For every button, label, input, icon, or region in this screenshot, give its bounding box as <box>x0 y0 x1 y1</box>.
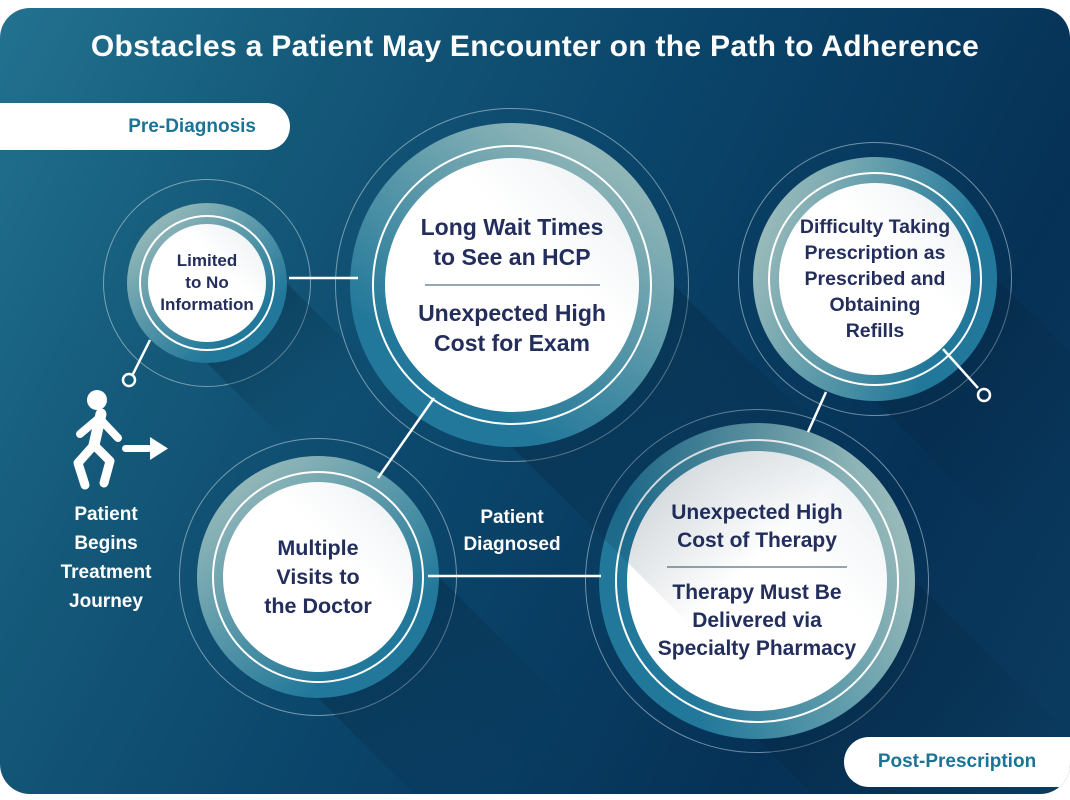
obstacle-text-line: Refills <box>845 320 905 342</box>
patient-diagnosed-label: Patient Diagnosed <box>463 507 561 555</box>
hairline-circle <box>103 179 311 387</box>
obstacle-text-line: Obtaining <box>829 294 921 316</box>
person-head <box>87 390 107 410</box>
ring-inner-line <box>372 145 652 425</box>
circle-ring: Multiple Visits to the Doctor <box>197 456 439 698</box>
person-arm <box>76 414 103 438</box>
obstacle-text-line: Multiple <box>277 535 359 560</box>
obstacle-text-line: Difficulty Taking <box>799 216 951 238</box>
obstacle-text-line: Specialty Pharmacy <box>657 637 857 660</box>
obstacle-text-line: Information <box>160 295 254 314</box>
obstacle-text-line: Cost for Exam <box>434 330 590 356</box>
circle-ring: Limited to No Information <box>127 203 287 363</box>
obstacle-text-line: Unexpected High <box>418 300 606 326</box>
ring-inner-line <box>212 471 424 683</box>
circle-face: Long Wait Times to See an HCP Unexpected… <box>385 158 639 412</box>
connector-pin-icon <box>121 372 137 388</box>
obstacle-text-line: the Doctor <box>264 593 372 618</box>
page-title: Obstacles a Patient May Encounter on the… <box>90 30 980 63</box>
obstacle-text-line: to No <box>185 273 229 292</box>
right-arrow-icon <box>122 437 168 460</box>
person-leg <box>73 440 99 490</box>
circle-face: Difficulty Taking Prescription as Prescr… <box>779 183 971 375</box>
journey-start-label: Patient Begins Treatment Journey <box>60 504 152 612</box>
post-prescription-label: Post-Prescription <box>877 751 1037 772</box>
obstacle-text-line: Limited <box>176 251 238 270</box>
person-arm <box>96 415 122 442</box>
ring-inner-line <box>768 172 982 386</box>
hairline-circle <box>738 142 1012 416</box>
obstacle-text-line: Visits to <box>276 564 360 589</box>
person-leg <box>89 440 115 488</box>
hairline-circle <box>335 108 689 462</box>
circle-ring: Difficulty Taking Prescription as Prescr… <box>753 157 997 401</box>
stage-pill-post-prescription: Post-Prescription <box>844 737 1070 787</box>
infographic-panel: Obstacles a Patient May Encounter on the… <box>0 8 1070 794</box>
obstacle-text-line: to See an HCP <box>433 244 591 270</box>
ring-inner-line <box>139 215 275 351</box>
circle-face: Limited to No Information <box>148 224 266 342</box>
stage-pill-pre-diagnosis: Pre-Diagnosis <box>0 103 290 150</box>
circle-ring: Long Wait Times to See an HCP Unexpected… <box>350 123 674 447</box>
pre-diagnosis-label: Pre-Diagnosis <box>128 115 256 137</box>
obstacle-text-line: Prescribed and <box>804 268 946 290</box>
obstacle-text-line: Prescription as <box>804 242 946 264</box>
obstacle-text-line: Long Wait Times <box>420 214 604 240</box>
circle-face: Multiple Visits to the Doctor <box>223 482 413 672</box>
person-body <box>88 408 107 451</box>
text-divider <box>424 284 600 286</box>
